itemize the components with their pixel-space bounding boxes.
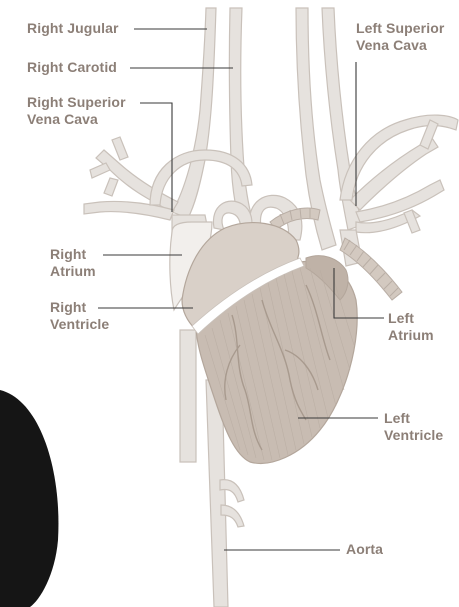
- dark-background-shape: [0, 390, 58, 607]
- right-branch-twig-1: [90, 163, 110, 178]
- label-right-atrium: Right Atrium: [50, 246, 96, 280]
- label-left-superior-vena-cava: Left Superior Vena Cava: [356, 20, 444, 54]
- right-branch-twig-3: [112, 137, 128, 160]
- right-branch-twig-2: [104, 178, 118, 196]
- right-carotid-vessel: [229, 8, 256, 234]
- heart: [170, 222, 357, 463]
- label-right-superior-vena-cava: Right Superior Vena Cava: [27, 94, 126, 128]
- label-right-carotid: Right Carotid: [27, 59, 117, 76]
- label-right-ventricle: Right Ventricle: [50, 299, 109, 333]
- right-jugular-vessel: [172, 8, 216, 218]
- label-left-ventricle: Left Ventricle: [384, 410, 443, 444]
- label-aorta: Aorta: [346, 541, 383, 558]
- inferior-vena-cava: [180, 330, 196, 462]
- label-left-atrium: Left Atrium: [388, 310, 434, 344]
- label-right-jugular: Right Jugular: [27, 20, 119, 37]
